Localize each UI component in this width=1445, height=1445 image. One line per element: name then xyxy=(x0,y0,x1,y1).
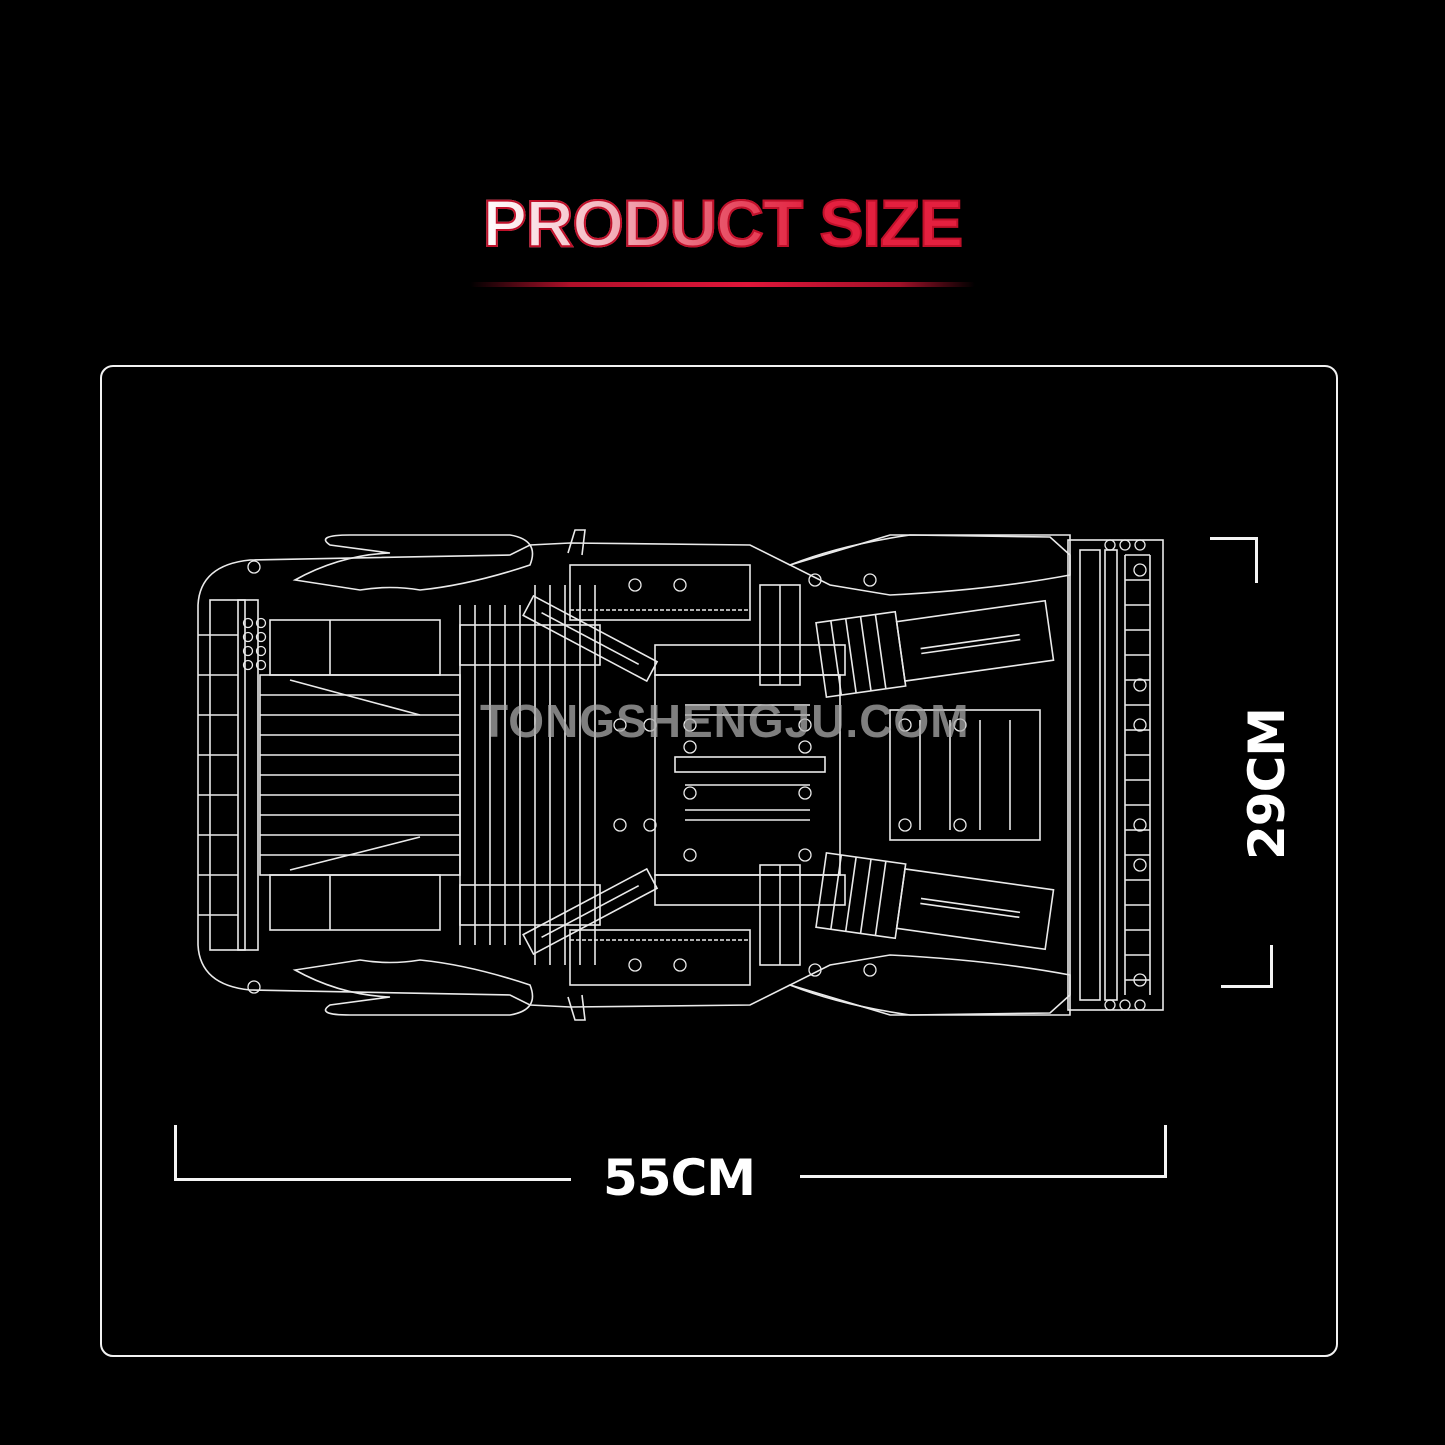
title-size: SIZE xyxy=(818,185,964,261)
car-top-view-drawing xyxy=(197,529,1164,1021)
width-bracket-top-h xyxy=(1210,537,1258,540)
title-underline xyxy=(470,282,975,287)
length-bracket-right-v xyxy=(1164,1125,1167,1178)
length-bracket-right-h xyxy=(800,1175,1167,1178)
length-bracket-left-v xyxy=(174,1125,177,1181)
page-title: PRODUCT SIZE xyxy=(0,183,1445,263)
width-bracket-top-v xyxy=(1255,537,1258,583)
width-bracket-bottom-v xyxy=(1270,945,1273,988)
width-dimension-label: 29CM xyxy=(1238,707,1296,860)
watermark-text: TONGSHENGJU.COM xyxy=(480,695,970,747)
width-bracket-bottom-h xyxy=(1221,985,1273,988)
length-bracket-left-h xyxy=(174,1178,571,1181)
product-frame xyxy=(100,365,1338,1357)
length-dimension-label: 55CM xyxy=(603,1149,756,1207)
title-product: PRODUCT xyxy=(482,185,820,261)
